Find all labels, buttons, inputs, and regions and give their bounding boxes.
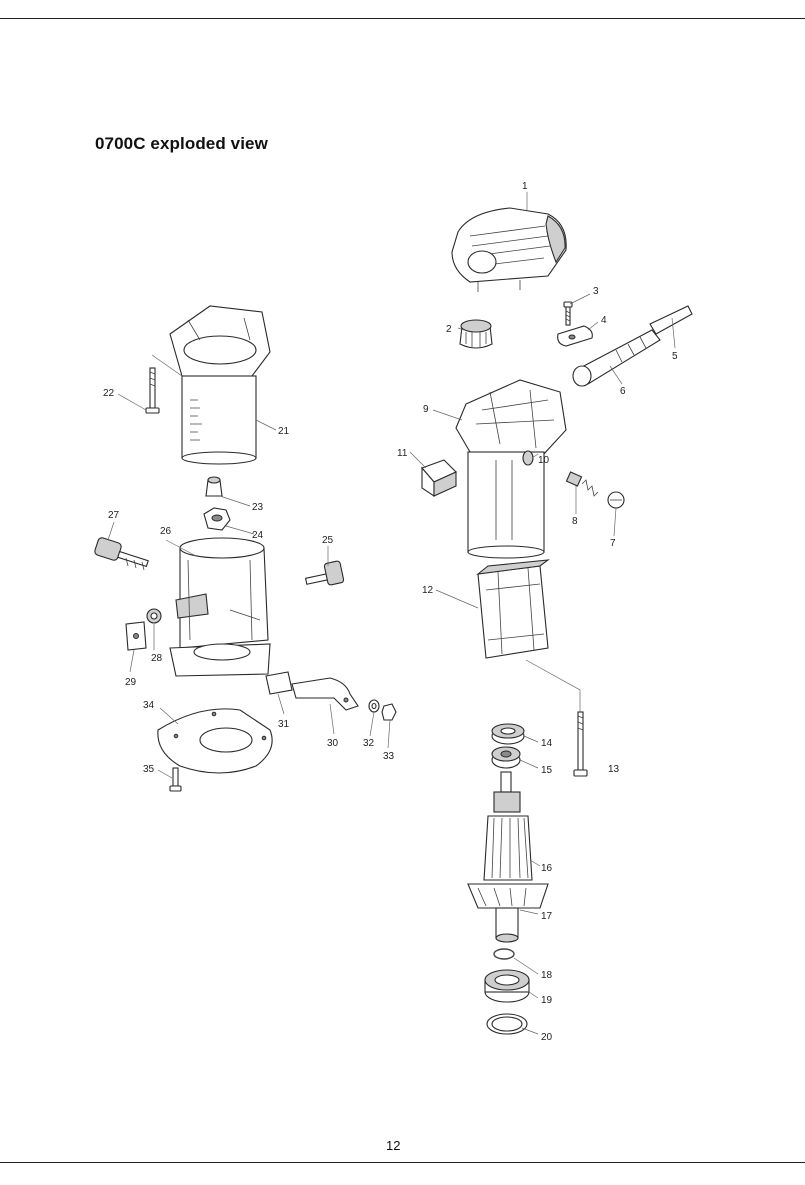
part-3-screw [564, 302, 572, 325]
part-label-11: 11 [397, 448, 408, 459]
part-10-lever [523, 451, 533, 465]
part-22-screw [146, 368, 159, 413]
part-label-28: 28 [151, 653, 163, 664]
part-label-26: 26 [160, 526, 172, 537]
part-label-13: 13 [608, 764, 620, 775]
part-label-5: 5 [672, 351, 678, 362]
part-label-8: 8 [572, 516, 578, 527]
part-label-3: 3 [593, 286, 599, 297]
part-label-21: 21 [278, 426, 290, 437]
part-18-retaining-ring [494, 949, 514, 959]
part-label-15: 15 [541, 765, 553, 776]
part-label-20: 20 [541, 1032, 553, 1043]
part-5-cord [650, 306, 692, 334]
page-number: 12 [386, 1138, 400, 1153]
part-label-31: 31 [278, 719, 290, 730]
part-label-34: 34 [143, 700, 155, 711]
part-24-collet-nut [204, 508, 230, 530]
part-label-30: 30 [327, 738, 339, 749]
part-label-9: 9 [423, 404, 429, 415]
part-label-27: 27 [108, 510, 120, 521]
part-25-thumb-screw [306, 561, 344, 586]
part-15-bearing-cup [492, 747, 520, 768]
part-8-carbon-brush [566, 472, 598, 496]
part-label-29: 29 [125, 677, 137, 688]
part-label-4: 4 [601, 315, 607, 326]
part-35-screw [170, 768, 181, 791]
part-label-23: 23 [252, 502, 264, 513]
part-label-32: 32 [363, 738, 375, 749]
part-label-10: 10 [538, 455, 550, 466]
part-21-base-tube [170, 306, 270, 464]
part-14-bearing [492, 724, 524, 744]
part-33-nut [382, 704, 396, 720]
part-34-base-plate [158, 709, 272, 773]
part-1-top-cover [452, 208, 566, 292]
part-30-lever [292, 678, 358, 710]
part-17-fan [468, 884, 548, 942]
part-28-nut [147, 609, 161, 623]
part-label-16: 16 [541, 863, 553, 874]
part-label-22: 22 [103, 388, 115, 399]
part-13-long-screw [574, 712, 587, 776]
part-19-bearing [485, 970, 529, 1002]
part-label-12: 12 [422, 585, 434, 596]
part-label-19: 19 [541, 995, 553, 1006]
part-4-cord-clamp [558, 326, 593, 346]
part-31-lever-cap [266, 672, 292, 694]
part-9-motor-housing [456, 380, 566, 558]
part-label-14: 14 [541, 738, 553, 749]
part-label-33: 33 [383, 751, 395, 762]
part-label-17: 17 [541, 911, 553, 922]
part-label-35: 35 [143, 764, 155, 775]
part-label-24: 24 [252, 530, 264, 541]
part-2-knob [460, 320, 492, 348]
part-32-washer [369, 700, 379, 712]
part-12-stator [478, 560, 548, 658]
part-label-25: 25 [322, 535, 334, 546]
bottom-rule [0, 1162, 805, 1163]
part-20-ring [487, 1014, 527, 1034]
part-26-router-base [170, 538, 270, 676]
part-29-clamp [126, 622, 146, 650]
part-label-7: 7 [610, 538, 616, 549]
part-label-2: 2 [446, 324, 452, 335]
part-label-1: 1 [522, 181, 528, 192]
part-label-6: 6 [620, 386, 626, 397]
part-27-adjust-knob [94, 537, 148, 570]
part-11-switch [422, 460, 456, 496]
part-7-brush-cap [608, 492, 624, 508]
part-16-armature [484, 772, 532, 880]
part-23-collet [206, 477, 222, 496]
part-label-18: 18 [541, 970, 553, 981]
